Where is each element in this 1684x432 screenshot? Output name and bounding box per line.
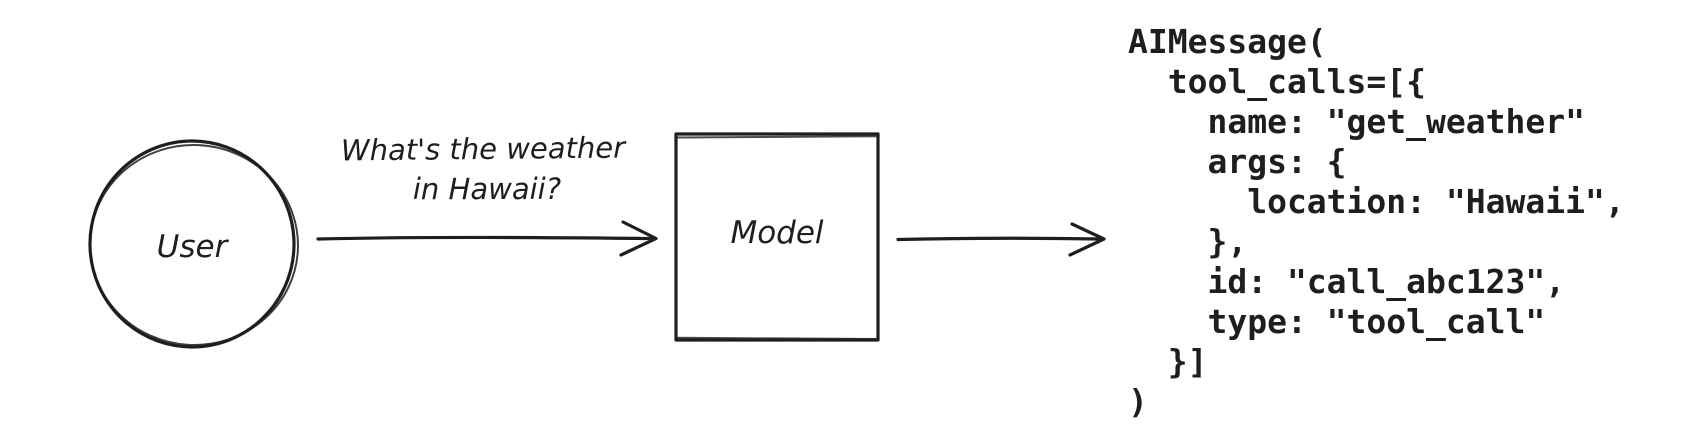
model-box-outline	[674, 132, 880, 342]
model-box-outline-sketch	[677, 135, 877, 340]
request-arrow: What's the weather in Hawaii?	[316, 130, 658, 257]
request-arrow-shaft	[316, 235, 654, 241]
user-node-label: User	[157, 229, 230, 265]
model-node-label: Model	[730, 215, 823, 251]
request-arrow-head	[619, 220, 658, 257]
request-arrow-label-line2: in Hawaii?	[413, 172, 561, 206]
output-arrow-head	[1068, 222, 1106, 257]
output-arrow	[896, 222, 1106, 257]
user-node-circle: User	[88, 139, 299, 349]
user-circle-outline-sketch	[89, 143, 299, 347]
model-node-box: Model	[674, 132, 880, 342]
request-arrow-label-line1: What's the weather	[341, 130, 628, 167]
output-arrow-shaft	[896, 236, 1102, 242]
aimessage-code-block: AIMessage( tool_calls=[{ name: "get_weat…	[1128, 22, 1625, 421]
